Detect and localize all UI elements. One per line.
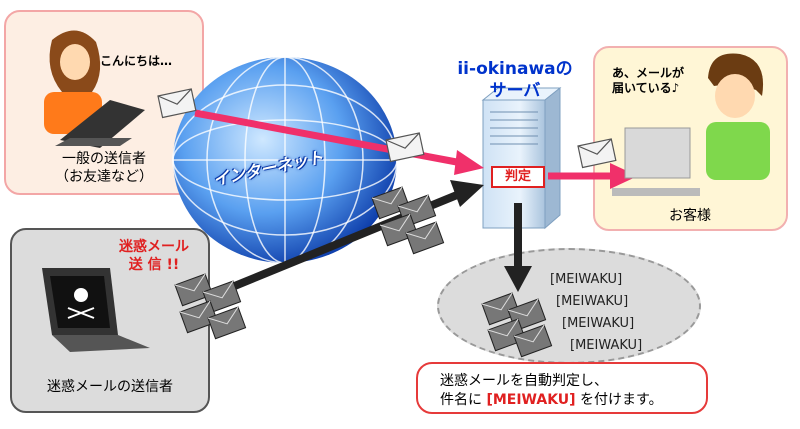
note-line1: 迷惑メールを自動判定し、 [440, 373, 608, 389]
meiwaku-item-1: [MEIWAKU] [550, 272, 623, 287]
sender-label-line2: （お友達など） [55, 169, 153, 185]
meiwaku-item-2: [MEIWAKU] [556, 294, 629, 309]
spam-warning-line1: 迷惑メール [119, 239, 189, 255]
sender-label-line1: 一般の送信者 [62, 151, 146, 167]
customer-speech: あ、メールが 届いている♪ [612, 66, 684, 96]
spammer-laptop-icon [42, 268, 150, 352]
note-line2-suffix: を付けます。 [580, 392, 663, 408]
spam-warning-line2: 送 信 !! [128, 257, 180, 273]
delivery-arrow [548, 163, 638, 189]
sender-speech: こんにちは… [100, 54, 173, 68]
spam-warning: 迷惑メール 送 信 !! [108, 238, 200, 274]
spam-filter-arrow [504, 203, 532, 292]
customer-speech-line2: 届いている♪ [612, 81, 680, 95]
spammer-label: 迷惑メールの送信者 [47, 379, 173, 395]
note-line2: 件名に [MEIWAKU] を付けます。 [440, 391, 663, 410]
note-line2-prefix: 件名に [440, 392, 482, 408]
mail-envelope-icons [157, 88, 617, 169]
sender-label: 一般の送信者 （お友達など） [18, 150, 190, 186]
note-meiwaku-tag: [MEIWAKU] [486, 392, 576, 408]
note-box [416, 362, 708, 414]
meiwaku-item-4: [MEIWAKU] [570, 338, 643, 353]
customer-speech-line1: あ、メールが [612, 66, 685, 80]
server-title-line2: サーバ [489, 81, 541, 101]
judge-label: 判定 [491, 166, 545, 188]
internet-globe [172, 56, 398, 264]
spam-result-area [437, 248, 701, 364]
spam-envelope-icons [174, 186, 553, 358]
customer-label: お客様 [669, 208, 711, 224]
note-text: 迷惑メールを自動判定し、 件名に [MEIWAKU] を付けます。 [440, 372, 663, 410]
customer-person-icon [612, 53, 770, 196]
meiwaku-item-3: [MEIWAKU] [562, 316, 635, 331]
server-title: ii-okinawaの サーバ [440, 58, 590, 102]
sender-person-icon [44, 30, 145, 148]
server-title-line1: ii-okinawaの [457, 59, 573, 79]
